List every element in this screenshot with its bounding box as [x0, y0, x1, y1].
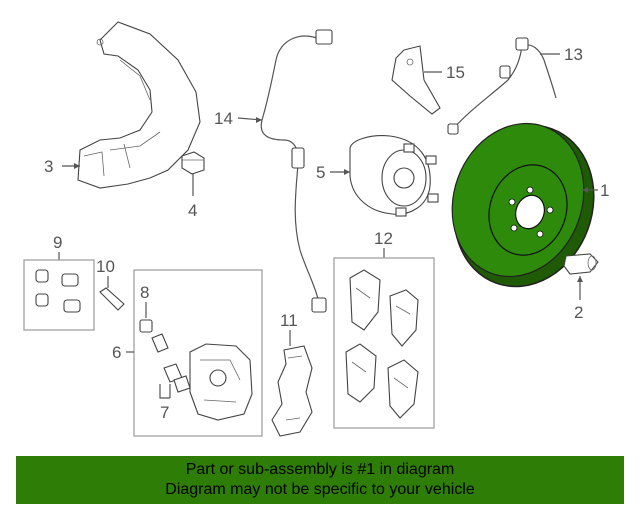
callout-15: 15	[446, 63, 465, 82]
bushing-kit-part[interactable]	[35, 269, 81, 313]
banner-line-1: Part or sub-assembly is #1 in diagram	[185, 461, 455, 478]
callout-2: 2	[574, 303, 583, 322]
guide-pin-part[interactable]	[99, 287, 125, 311]
brake-pads-box	[333, 257, 435, 429]
callout-6: 6	[112, 343, 121, 362]
callout-13: 13	[564, 45, 583, 64]
callout-12: 12	[374, 229, 393, 248]
callout-8: 8	[140, 283, 149, 302]
brake-pads-part[interactable]	[345, 269, 419, 419]
caliper-bracket-part[interactable]	[271, 345, 313, 437]
abs-sensor-wire-part[interactable]	[260, 29, 333, 313]
callout-14: 14	[214, 109, 233, 128]
dust-shield-part[interactable]	[77, 21, 201, 189]
callout-11: 11	[280, 311, 298, 330]
brake-hose-part[interactable]	[447, 37, 557, 135]
caliper-bolt-part[interactable]	[163, 363, 191, 393]
info-banner: Part or sub-assembly is #1 in diagram Di…	[16, 456, 624, 504]
bushing-kit-box	[23, 259, 95, 331]
caliper-assembly-box	[133, 269, 263, 437]
callout-4: 4	[188, 201, 197, 220]
rotor-screw-part[interactable]	[563, 253, 599, 275]
bracket-part[interactable]	[391, 45, 441, 115]
caliper-part[interactable]	[189, 343, 253, 421]
bolt-part-4[interactable]	[181, 151, 205, 175]
callout-1: 1	[600, 181, 609, 200]
brake-rotor-part[interactable]	[431, 105, 616, 306]
callout-7: 7	[160, 403, 169, 422]
parts-diagram: 3 4 14 15 13 5	[23, 21, 616, 437]
banner-line-2: Diagram may not be specific to your vehi…	[165, 481, 475, 498]
callout-10: 10	[96, 257, 115, 276]
callout-5: 5	[316, 163, 325, 182]
callout-9: 9	[53, 233, 62, 252]
callout-3: 3	[44, 157, 53, 176]
bleeder-screw-part[interactable]	[139, 319, 169, 353]
wheel-hub-part[interactable]	[349, 135, 439, 217]
